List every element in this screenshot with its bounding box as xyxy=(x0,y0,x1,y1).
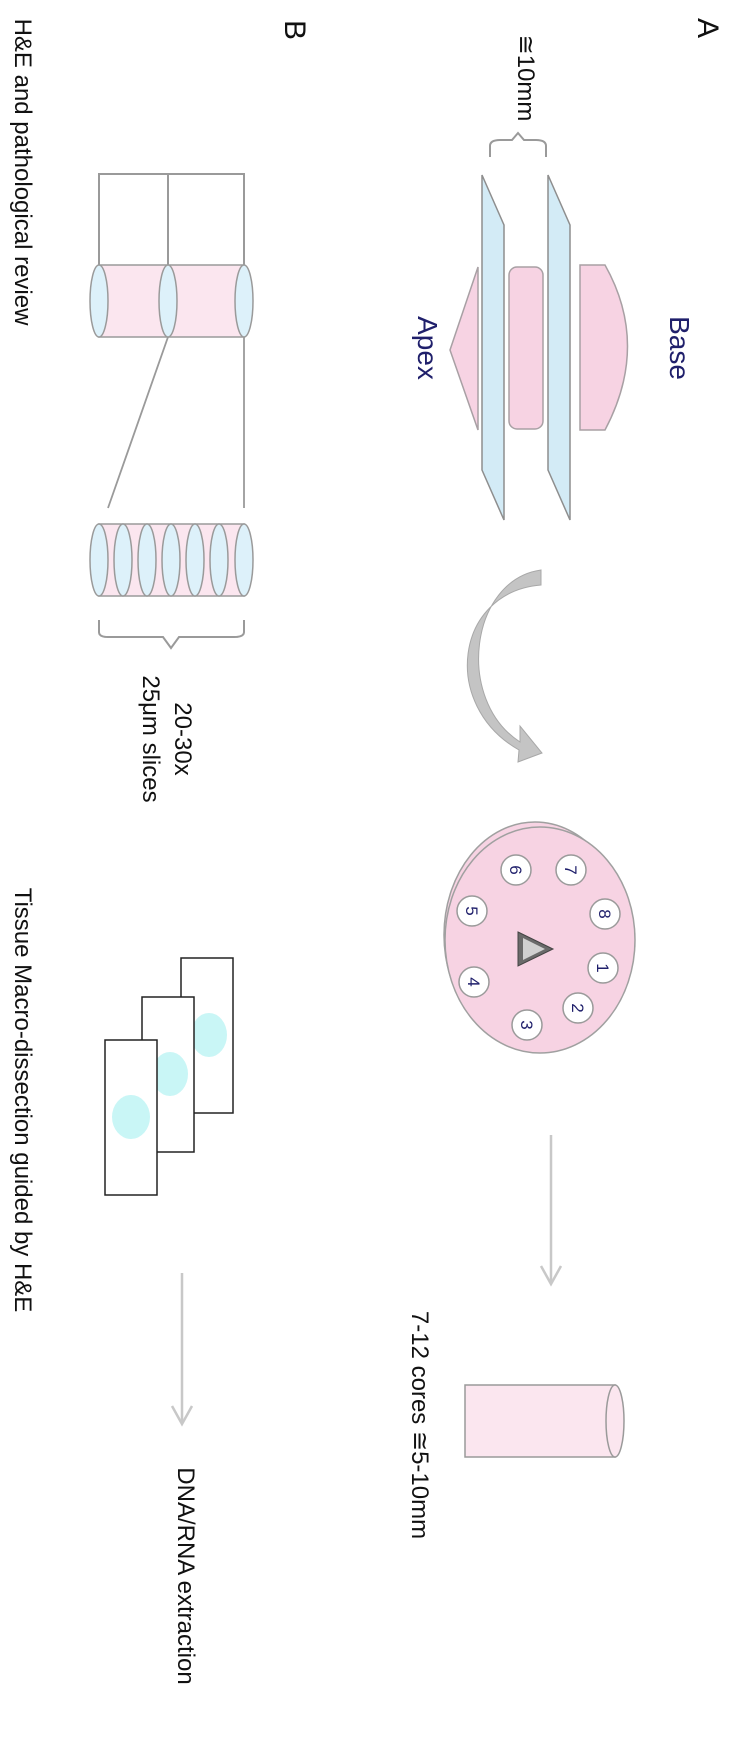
slice-bracket xyxy=(98,620,245,650)
tissue-slice xyxy=(113,523,133,597)
tissue-slice xyxy=(185,523,205,597)
core-position-circle xyxy=(511,1009,543,1041)
core-position-circle xyxy=(555,854,587,886)
cutting-blade-right xyxy=(547,174,571,521)
tissue-slice xyxy=(161,523,181,597)
width-bracket xyxy=(489,131,547,157)
width-label: ≅10mm xyxy=(512,35,539,122)
apex-label: Apex xyxy=(412,316,443,380)
tissue-core-end xyxy=(605,1384,625,1458)
tissue-slice xyxy=(234,523,254,597)
cutting-blade-left xyxy=(481,174,505,521)
core-number-label: 2 xyxy=(568,1003,587,1012)
curved-flow-arrow xyxy=(466,569,543,763)
core-position-circle xyxy=(458,966,490,998)
tissue-slice xyxy=(137,523,157,597)
panel-label-a: A xyxy=(691,18,724,38)
tissue-core-body xyxy=(464,1384,616,1458)
embedded-core-end-left xyxy=(89,264,109,338)
base-label: Base xyxy=(664,316,695,380)
tissue-slice xyxy=(89,523,109,597)
panel-label-b: B xyxy=(278,20,311,40)
core-number-label: 5 xyxy=(462,906,481,915)
core-number-label: 1 xyxy=(593,963,612,972)
middle-tissue-slab xyxy=(508,266,544,430)
expansion-line-left xyxy=(107,336,169,509)
tissue-spot-1 xyxy=(112,1095,150,1139)
tissue-spot-2 xyxy=(152,1052,188,1096)
core-number-label: 4 xyxy=(464,977,483,986)
slice-stack xyxy=(89,523,254,597)
core-number-label: 8 xyxy=(595,909,614,918)
arrow-to-core-head xyxy=(539,1265,563,1287)
core-position-circle xyxy=(500,854,532,886)
embedded-core-mid xyxy=(158,264,178,338)
core-position-circle xyxy=(562,992,594,1024)
macro-dissection-label: Tissue Macro-dissection guided by H&E xyxy=(9,888,36,1313)
cores-label: 7-12 cores ≅5-10mm xyxy=(406,1311,433,1539)
core-bracket-lines xyxy=(98,173,245,265)
orientation-marker-inner xyxy=(523,938,545,960)
core-number-label: 3 xyxy=(517,1020,536,1029)
core-circle-group: 1 2 3 4 5 6 7 8 xyxy=(456,854,621,1041)
tissue-spot-3 xyxy=(191,1013,227,1057)
extraction-label: DNA/RNA extraction xyxy=(172,1467,199,1684)
he-review-label: H&E and pathological review xyxy=(9,19,36,327)
embedded-core-end-right xyxy=(234,264,254,338)
core-number-label: 7 xyxy=(561,865,580,874)
arrow-to-extraction-head xyxy=(170,1405,194,1427)
slices-thickness-label: 25μm slices xyxy=(137,675,164,802)
core-position-circle xyxy=(589,898,621,930)
slices-count-label: 20-30x xyxy=(169,702,196,775)
tissue-slice xyxy=(209,523,229,597)
prostate-apex-section xyxy=(449,266,479,431)
core-position-circle xyxy=(456,895,488,927)
core-number-label: 6 xyxy=(506,865,525,874)
prostate-base-section xyxy=(579,264,629,431)
core-position-circle xyxy=(587,952,619,984)
